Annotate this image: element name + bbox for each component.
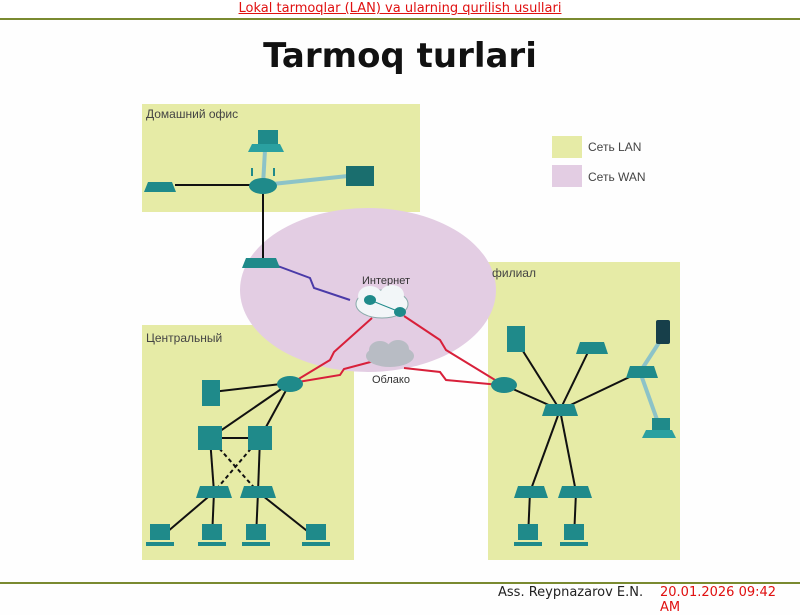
- central-link-server: [211, 382, 291, 393]
- branch-laptop-icon: [642, 418, 676, 438]
- network-diagram: Сеть LAN Сеть WAN Домашний офис Централь…: [142, 104, 680, 560]
- central-access-switch-1-icon: [196, 486, 232, 498]
- central-pc-2-icon: [198, 524, 226, 546]
- central-link-dashed-1: [209, 437, 259, 493]
- internet-label: Интернет: [362, 275, 410, 287]
- legend-lan-swatch: [552, 136, 582, 158]
- branch-server-icon: [507, 326, 525, 352]
- branch-access-point-icon: [626, 366, 658, 378]
- internet-cloud-icon: [355, 285, 409, 319]
- home-wireless-tablet: [262, 174, 349, 187]
- central-link-core1: [209, 382, 291, 439]
- central-core-switch-1-icon: [198, 426, 222, 450]
- branch-link-ap: [559, 371, 641, 411]
- home-wireless-router-icon: [249, 168, 277, 194]
- central-link-dashed-2: [213, 437, 261, 493]
- wan-link-central-internet: [291, 317, 373, 384]
- central-pc-3-icon: [242, 524, 270, 546]
- course-title: Lokal tarmoqlar (LAN) va ularning qurili…: [238, 1, 562, 16]
- home-modem-icon: [242, 258, 280, 268]
- wan-link-central-cloud: [291, 359, 379, 384]
- wan-link-internet-branch: [403, 315, 501, 384]
- cloud-icon: [366, 340, 414, 367]
- branch-router-icon: [491, 377, 517, 393]
- legend-wan-label: Сеть WAN: [588, 170, 646, 184]
- central-server-icon: [202, 380, 220, 406]
- branch-printer-icon: [576, 342, 608, 354]
- footer-author: Ass. Reypnazarov E.N.: [498, 585, 644, 600]
- branch-link-access1: [529, 409, 561, 493]
- branch-pc-2-icon: [560, 524, 588, 546]
- branch-phone-icon: [656, 320, 670, 344]
- footer-divider: [0, 582, 800, 584]
- branch-switch-icon: [542, 404, 578, 416]
- central-pc-4-icon: [302, 524, 330, 546]
- home-office-label: Домашний офис: [146, 107, 238, 121]
- branch-label: филиал: [492, 266, 536, 280]
- branch-link-access2: [559, 409, 577, 493]
- branch-link-printer: [559, 347, 591, 411]
- central-access-switch-2-icon: [240, 486, 276, 498]
- home-laptop-icon: [248, 130, 284, 152]
- central-pc-1-icon: [146, 524, 174, 546]
- cloud-label: Облако: [372, 374, 410, 386]
- central-router-icon: [277, 376, 303, 392]
- legend-wan-swatch: [552, 165, 582, 187]
- home-tablet-icon: [346, 166, 374, 186]
- home-office-lan-area: [142, 104, 420, 212]
- slide-title: Tarmoq turlari: [263, 36, 537, 76]
- legend-lan-label: Сеть LAN: [588, 140, 641, 154]
- branch-lan-area: [488, 262, 680, 560]
- footer-datetime: 20.01.2026 09:42 AM: [660, 585, 777, 615]
- home-pc-icon: [144, 182, 176, 192]
- central-label: Центральный: [146, 331, 222, 345]
- branch-pc-1-icon: [514, 524, 542, 546]
- branch-access-switch-1-icon: [514, 486, 548, 498]
- central-core-switch-2-icon: [248, 426, 272, 450]
- wan-link-cloud-branch: [403, 367, 501, 386]
- branch-access-switch-2-icon: [558, 486, 592, 498]
- header-bar: [0, 0, 800, 18]
- wan-link-home-internet: [274, 264, 351, 301]
- header-divider: [0, 18, 800, 20]
